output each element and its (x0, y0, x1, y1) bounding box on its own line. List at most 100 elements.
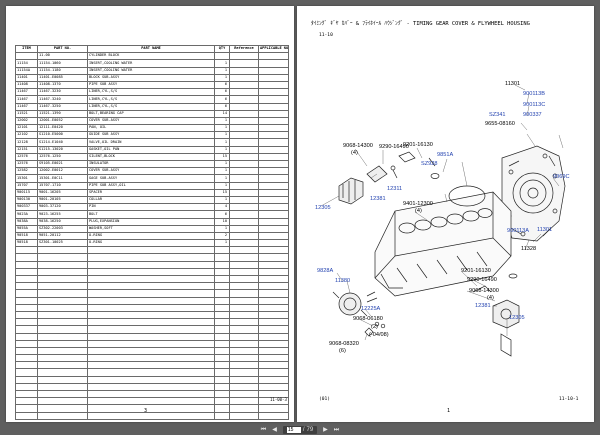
cell-qty: 1 (214, 159, 230, 169)
label-12311: 12311 (387, 186, 402, 192)
cell-part-no: 9003-37120 (37, 203, 88, 212)
empty-table-row (15, 282, 289, 291)
cell-qty: 2 (214, 231, 230, 241)
empty-cell (214, 282, 230, 291)
empty-table-row (15, 339, 289, 348)
empty-cell (214, 310, 230, 320)
label-9068-14300: 9068-14300 (343, 143, 373, 149)
cell-applicable (258, 66, 289, 75)
cell-part-no: 11467-3240 (37, 95, 88, 104)
cell-reference (229, 239, 259, 248)
cell-part-name: O-RING (87, 231, 215, 241)
cell-part-no: 9038-16250 (37, 217, 88, 226)
empty-cell (229, 339, 259, 348)
cell-part-no: 12111-E0420 (37, 124, 88, 133)
empty-cell (15, 246, 38, 255)
empty-cell (229, 404, 259, 413)
label-date-range: (-04/08) (369, 332, 389, 338)
cell-part-name: WASHER,SOFT (87, 224, 215, 233)
empty-table-row (15, 303, 289, 312)
page-title: ﾀｲﾐﾝｸﾞ ｷﾞﾔ ｶﾊﾞｰ & ﾌﾗｲﾎｲｰﾙ ﾊｳｼﾞﾝｸﾞ - TIMI… (311, 21, 530, 27)
cell-applicable (258, 80, 289, 90)
cell-part-name: O-RING (87, 239, 215, 248)
empty-cell (15, 411, 38, 420)
empty-cell (229, 375, 259, 384)
empty-cell (258, 318, 289, 327)
last-page-icon[interactable]: ⏭ (333, 427, 340, 433)
empty-cell (258, 253, 289, 262)
empty-cell (258, 267, 289, 277)
cell-item: 12151 (15, 145, 38, 154)
cell-applicable (258, 138, 289, 147)
empty-cell (258, 325, 289, 334)
empty-cell (37, 389, 88, 399)
empty-cell (37, 296, 88, 305)
empty-table-row (15, 382, 289, 392)
cell-item: 9055A (15, 224, 38, 233)
empty-cell (37, 411, 88, 420)
empty-cell (15, 346, 38, 356)
cell-applicable (258, 239, 289, 248)
cell-item: 11521 (15, 109, 38, 118)
cell-part-no: S1214-E1040 (37, 138, 88, 147)
cell-qty: 1 (214, 66, 230, 75)
empty-cell (214, 382, 230, 392)
cell-qty: 1 (214, 239, 230, 248)
label-sz928: SZ928 (421, 161, 437, 167)
cell-applicable (258, 174, 289, 183)
cell-applicable (258, 102, 289, 111)
empty-table-row (15, 325, 289, 334)
label-9201-16130-a: 9201-16130 (403, 142, 433, 148)
empty-cell (37, 253, 88, 262)
empty-cell (37, 274, 88, 284)
header-part-no: PART NO. (37, 44, 88, 54)
previous-page-icon[interactable]: ◀ (272, 427, 277, 433)
cell-applicable (258, 95, 289, 104)
page-number-input[interactable] (286, 427, 301, 433)
empty-cell (214, 274, 230, 284)
section-code: 11-10 (319, 33, 333, 38)
cell-part-no: 11-00 (37, 52, 88, 61)
empty-cell (15, 382, 38, 392)
empty-cell (229, 274, 259, 284)
cell-part-no: SZ302-22003 (37, 224, 88, 233)
empty-cell (87, 397, 215, 406)
cell-item: 12576 (15, 159, 38, 169)
cell-part-name: INSERT,COOLING WATER (87, 66, 215, 75)
cell-reference (229, 231, 259, 241)
cell-item: 9038A (15, 217, 38, 226)
cell-reference (229, 80, 259, 90)
next-page-icon[interactable]: ▶ (323, 427, 328, 433)
cell-item: 15301 (15, 174, 38, 183)
cell-part-name: PIN (87, 203, 215, 212)
cell-item: 11401 (15, 73, 38, 82)
label-12305-b: 12305 (509, 315, 525, 321)
empty-cell (15, 404, 38, 413)
first-page-icon[interactable]: ⏮ (260, 427, 267, 433)
cell-qty: 6 (214, 88, 230, 97)
label-12305-a: 12305 (315, 205, 331, 211)
empty-cell (229, 382, 259, 392)
label-12381: 12381 (370, 196, 386, 202)
empty-cell (214, 361, 230, 370)
cell-part-name: INSULATOR (87, 159, 215, 169)
cell-part-name: PLUG,EXPANSION (87, 217, 215, 226)
empty-cell (258, 389, 289, 399)
cell-item: 900337 (15, 203, 38, 212)
cell-item: 15707 (15, 181, 38, 190)
cell-qty: 1 (214, 181, 230, 190)
empty-cell (87, 310, 215, 320)
empty-cell (37, 303, 88, 312)
empty-cell (229, 253, 259, 262)
cell-part-name: GASKET,OIL PAN (87, 145, 215, 154)
empty-cell (15, 375, 38, 384)
page-indicator: / 79 (282, 426, 318, 434)
cell-item (15, 52, 38, 61)
empty-cell (37, 260, 88, 269)
